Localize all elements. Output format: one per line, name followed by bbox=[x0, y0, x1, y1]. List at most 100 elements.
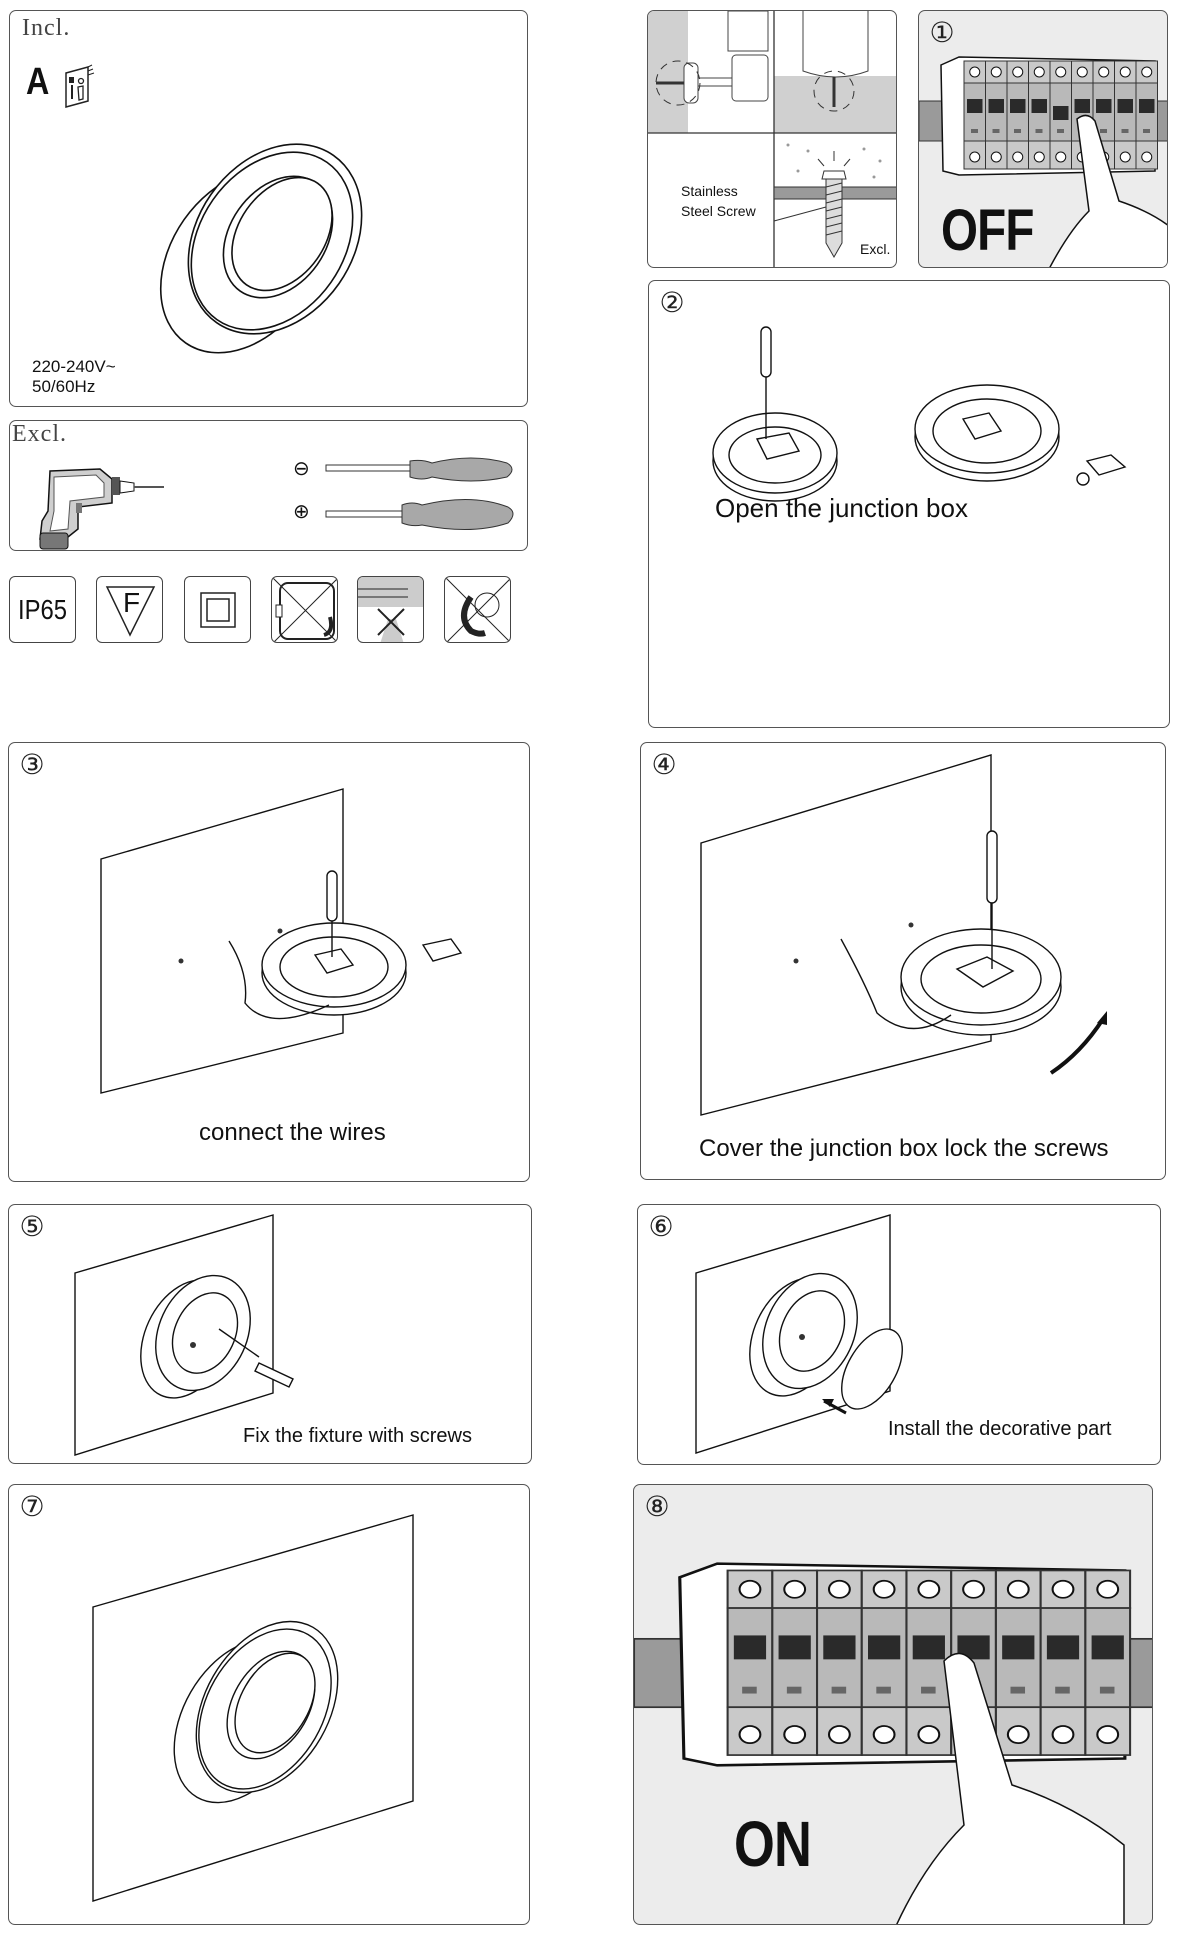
hand-pointing-drawing bbox=[1049, 114, 1167, 267]
wall-mounting-drawing bbox=[648, 11, 896, 267]
breaker-module bbox=[905, 1569, 953, 1756]
step-4-number: ④ bbox=[651, 750, 677, 781]
ip65-rating-icon: IP65 bbox=[9, 576, 76, 643]
included-label: Incl. bbox=[22, 15, 71, 41]
terminal-screw bbox=[917, 1579, 941, 1599]
breaker-handle bbox=[1139, 99, 1155, 113]
step-2-caption: Open the junction box bbox=[715, 493, 968, 523]
phillips-screwdriver-icon bbox=[325, 499, 514, 530]
breaker-handle bbox=[1096, 99, 1112, 113]
step-4-caption: Cover the junction box lock the screws bbox=[699, 1135, 1109, 1162]
breaker-handle bbox=[957, 1635, 990, 1660]
terminal-screw bbox=[827, 1579, 851, 1599]
breaker-handle bbox=[868, 1635, 901, 1660]
breaker-module bbox=[1114, 60, 1137, 170]
terminal-screw bbox=[738, 1725, 762, 1744]
step-4-panel: ④ Cover the junction box lock the screws bbox=[640, 742, 1166, 1180]
step-1-number: ① bbox=[929, 18, 955, 49]
no-dimmer-icon bbox=[271, 576, 338, 643]
voltage-spec: 220-240V~ bbox=[32, 357, 116, 376]
breaker-handle bbox=[733, 1635, 767, 1660]
step-5-caption: Fix the fixture with screws bbox=[243, 1425, 472, 1447]
breaker-handle bbox=[1031, 99, 1047, 113]
flathead-symbol: ⊖ bbox=[293, 458, 310, 480]
breaker-handle bbox=[823, 1635, 856, 1660]
part-letter: A bbox=[26, 61, 50, 103]
instruction-manual-icon bbox=[65, 64, 95, 108]
terminal-screw bbox=[1012, 151, 1024, 163]
step-3-number: ③ bbox=[19, 750, 45, 781]
breaker-module bbox=[994, 1569, 1042, 1756]
included-panel: Incl. A 220-240V~ 50/60Hz bbox=[9, 10, 528, 407]
breaker-handle bbox=[1053, 106, 1069, 120]
breaker-module bbox=[726, 1569, 774, 1756]
phillips-symbol: ⊕ bbox=[293, 501, 310, 523]
breaker-module bbox=[1135, 60, 1158, 170]
breaker-handle bbox=[967, 99, 983, 113]
terminal-screw bbox=[1119, 66, 1131, 78]
mounting-screw-panel: Stainless Steel Screw Excl. bbox=[647, 10, 897, 268]
terminal-screw bbox=[1055, 66, 1067, 78]
breaker-module bbox=[1039, 1569, 1087, 1756]
class-ii-double-insulation-icon bbox=[184, 576, 251, 643]
terminal-screw bbox=[990, 66, 1002, 78]
step-5-panel: ⑤ Fix the fixture with screws bbox=[8, 1204, 532, 1464]
step-1-panel: ① OFF bbox=[918, 10, 1168, 268]
step-8-panel: ⑧ ON bbox=[633, 1484, 1153, 1925]
breaker-handle bbox=[912, 1635, 945, 1660]
terminal-screw bbox=[827, 1725, 851, 1744]
breaker-module bbox=[860, 1569, 908, 1756]
breaker-handle bbox=[1117, 99, 1133, 113]
install-decorative-part-drawing bbox=[695, 1214, 903, 1454]
off-label: OFF bbox=[941, 198, 1034, 263]
step-7-panel: ⑦ bbox=[8, 1484, 530, 1925]
step-6-caption: Install the decorative part bbox=[888, 1418, 1112, 1440]
terminal-screw bbox=[969, 66, 981, 78]
breaker-handle bbox=[1010, 99, 1026, 113]
breaker-module bbox=[1049, 60, 1072, 170]
terminal-screw bbox=[872, 1725, 896, 1744]
terminal-screw bbox=[1033, 151, 1045, 163]
terminal-screw bbox=[962, 1579, 985, 1599]
terminal-screw bbox=[1141, 151, 1153, 163]
circuit-breaker-drawing-on bbox=[634, 1562, 1152, 1767]
breaker-handle bbox=[1074, 99, 1090, 113]
terminal-screw bbox=[1033, 66, 1045, 78]
excluded-tools-panel: Excl. ⊖ ⊕ bbox=[9, 420, 528, 551]
terminal-screw bbox=[1051, 1725, 1075, 1744]
excluded-label: Excl. bbox=[12, 421, 67, 447]
terminal-screw bbox=[1141, 66, 1153, 78]
breaker-module bbox=[771, 1569, 819, 1756]
step-2-number: ② bbox=[659, 288, 685, 319]
breaker-module bbox=[963, 60, 986, 170]
step-2-panel: ② Open the junction box bbox=[648, 280, 1170, 728]
step-6-panel: ⑥ Install the decorative part bbox=[637, 1204, 1161, 1465]
f-mark-icon: F bbox=[96, 576, 163, 643]
fix-fixture-drawing bbox=[74, 1214, 294, 1456]
step-7-number: ⑦ bbox=[19, 1492, 45, 1523]
terminal-screw bbox=[917, 1725, 941, 1744]
step-8-number: ⑧ bbox=[644, 1492, 670, 1523]
drill-icon bbox=[39, 468, 164, 550]
luminaire-product-drawing bbox=[159, 143, 363, 354]
terminal-screw bbox=[1098, 66, 1110, 78]
breaker-handle bbox=[1091, 1635, 1124, 1660]
terminal-screw bbox=[1006, 1579, 1030, 1599]
hand-pointing-drawing-on bbox=[896, 1652, 1125, 1924]
screw-label-line1: Stainless bbox=[681, 183, 738, 199]
breaker-handle bbox=[778, 1635, 811, 1660]
terminal-screw bbox=[1096, 1579, 1120, 1599]
no-insulation-cover-icon bbox=[357, 576, 424, 643]
terminal-screw bbox=[872, 1579, 896, 1599]
open-junction-box-drawing bbox=[712, 326, 1127, 502]
terminal-screw bbox=[969, 151, 981, 163]
terminal-screw bbox=[1006, 1725, 1030, 1744]
terminal-screw bbox=[1012, 66, 1024, 78]
breaker-handle bbox=[1046, 1635, 1080, 1660]
screw-label-line2: Steel Screw bbox=[681, 203, 756, 219]
step-3-panel: ③ connect the wires bbox=[8, 742, 530, 1182]
cover-junction-box-drawing bbox=[700, 754, 1107, 1116]
breaker-handle bbox=[1002, 1635, 1035, 1660]
terminal-screw bbox=[738, 1579, 762, 1599]
connect-wires-drawing bbox=[100, 788, 463, 1094]
